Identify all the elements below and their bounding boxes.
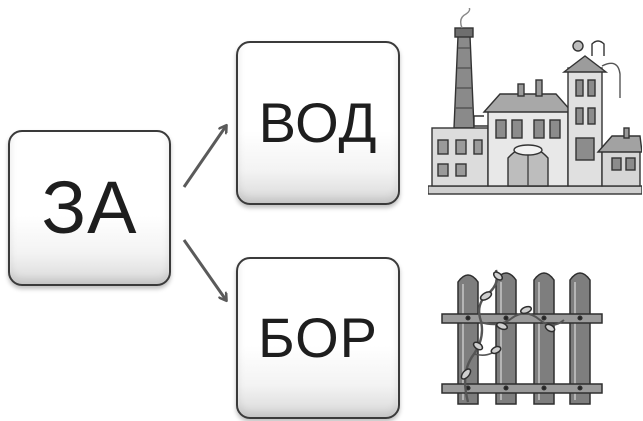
fence-icon (441, 269, 603, 405)
word-vod-label: ВОД (258, 91, 378, 154)
word-bor-label: БОР (257, 306, 379, 369)
arrow-to-bor (182, 239, 226, 300)
factory-icon (428, 8, 642, 195)
word-bor-card: БОР (236, 257, 400, 419)
syllable-za-label: ЗА (41, 166, 138, 249)
word-vod-card: ВОД (236, 41, 400, 205)
syllable-za-card: ЗА (8, 130, 171, 286)
arrow-to-vod (182, 126, 226, 188)
